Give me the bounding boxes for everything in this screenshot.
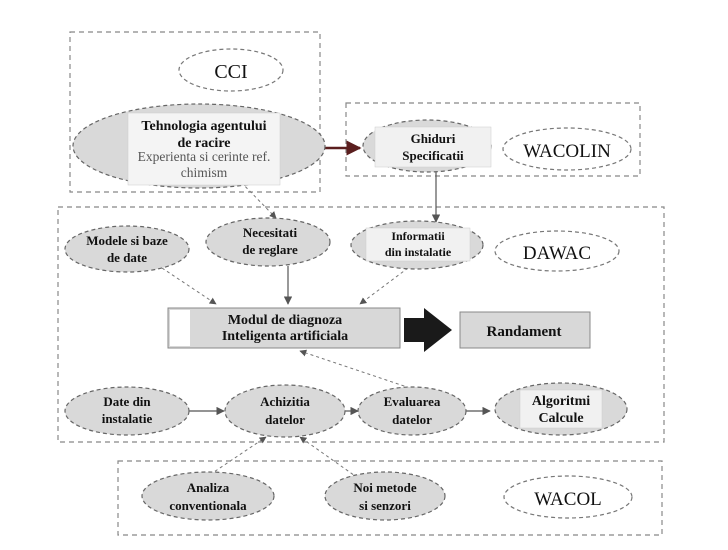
node-informatii: Informatii din instalatie [350,220,484,270]
svg-text:de racire: de racire [178,136,231,151]
svg-text:WACOLIN: WACOLIN [523,141,611,162]
svg-text:WACOL: WACOL [534,489,602,510]
node-achizitia-datelor: Achizitia datelor [224,384,346,438]
svg-text:Achizitia: Achizitia [260,394,310,409]
svg-text:conventionala: conventionala [169,498,247,513]
svg-text:Evaluarea: Evaluarea [384,394,441,409]
arrow-informatii-modul [359,267,409,305]
arrow-modul-randament [404,308,452,352]
arrow-analiza-achizitia [204,436,267,479]
svg-text:Algoritmi: Algoritmi [532,394,590,409]
svg-text:datelor: datelor [265,412,305,427]
node-ghiduri: Ghiduri Specificatii [362,119,492,173]
node-evaluarea-datelor: Evaluarea datelor [357,386,467,436]
svg-text:de reglare: de reglare [242,242,298,257]
svg-text:si senzori: si senzori [359,498,411,513]
svg-text:chimism: chimism [181,165,228,180]
svg-text:Specificatii: Specificatii [402,148,464,163]
svg-text:Date din: Date din [103,394,151,409]
svg-text:Calcule: Calcule [538,411,583,426]
node-noi-metode: Noi metode si senzori [324,471,446,521]
svg-text:Inteligenta artificiala: Inteligenta artificiala [222,329,348,344]
node-randament: Randament [459,311,591,349]
arrow-modele-modul [161,267,217,305]
svg-text:de date: de date [107,250,147,265]
svg-text:Tehnologia agentului: Tehnologia agentului [141,119,266,134]
wacol-group-box [117,460,663,536]
svg-text:Noi metode: Noi metode [353,480,416,495]
svg-text:Experienta si cerinte ref.: Experienta si cerinte ref. [138,149,271,164]
svg-text:Modul de diagnoza: Modul de diagnoza [228,313,342,328]
svg-text:Modele si baze: Modele si baze [86,233,168,248]
wacol-title: WACOL [503,475,633,519]
svg-text:Randament: Randament [486,324,561,340]
node-analiza-conventionala: Analiza conventionala [141,471,275,521]
dawac-title: DAWAC [494,230,620,272]
node-algoritmi-calcule: Algoritmi Calcule [494,382,628,436]
node-date-din-instalatie: Date din instalatie [64,386,190,436]
arrow-noi-achizitia [299,436,359,479]
cci-group-box [69,31,321,193]
svg-text:Informatii: Informatii [391,229,445,243]
wacolin-group-box [345,102,641,177]
wacolin-title: WACOLIN [502,127,632,171]
svg-text:datelor: datelor [392,412,432,427]
dawac-group-box [57,206,665,443]
svg-text:CCI: CCI [214,61,247,83]
svg-text:Analiza: Analiza [187,480,230,495]
svg-text:DAWAC: DAWAC [523,243,591,264]
svg-text:Necesitati: Necesitati [243,225,298,240]
node-tehnologia: Tehnologia agentului de racire Experient… [72,103,326,189]
cci-title: CCI [178,48,284,92]
arrow-evaluarea-modul [299,349,411,389]
node-necesitati: Necesitati de reglare [205,217,331,267]
svg-text:instalatie: instalatie [102,411,153,426]
node-modele: Modele si baze de date [64,225,190,273]
node-modul-diagnoza: Modul de diagnoza Inteligenta artificial… [167,307,401,349]
svg-text:Ghiduri: Ghiduri [411,131,456,146]
svg-text:din instalatie: din instalatie [385,245,452,259]
